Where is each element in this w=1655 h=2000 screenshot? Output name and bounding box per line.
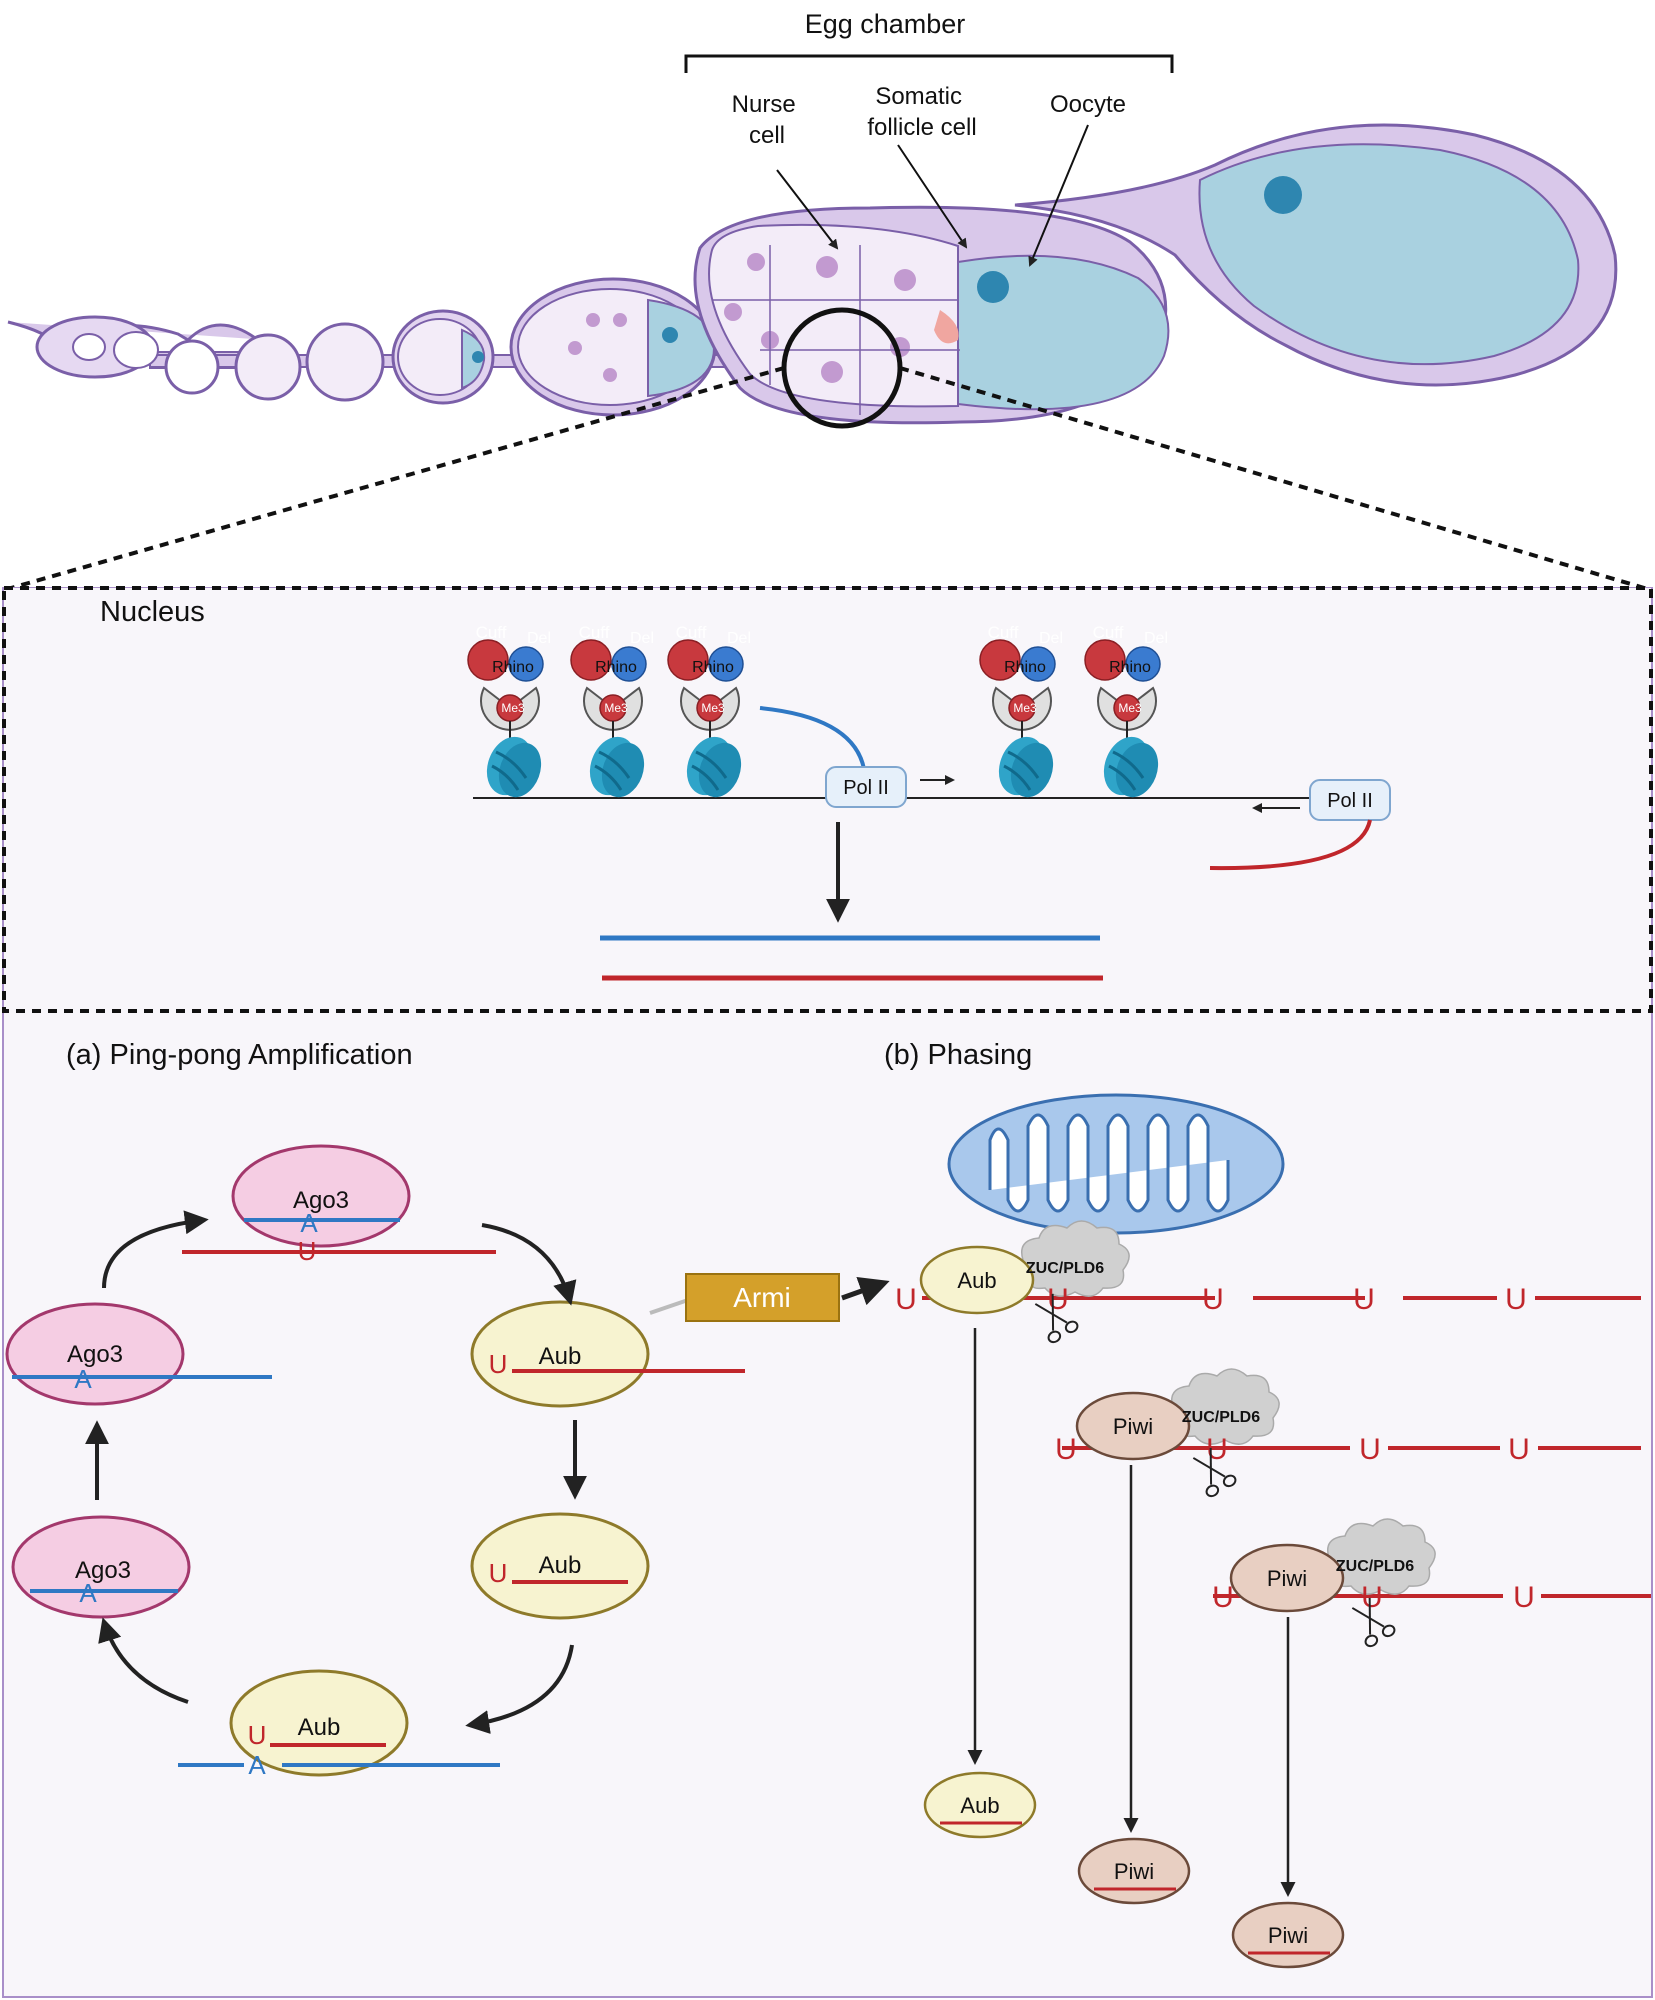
mitochondrion <box>947 1093 1285 1235</box>
svg-text:U: U <box>1513 1581 1535 1614</box>
svg-text:Rhino: Rhino <box>692 659 734 676</box>
oocyte-label: Oocyte <box>1050 91 1126 118</box>
svg-text:Cuff: Cuff <box>676 623 707 642</box>
svg-text:A: A <box>74 1364 92 1394</box>
phasing-row-2: Piwi U U U U ZUC/PLD6 <box>1055 1368 1641 1833</box>
svg-text:U: U <box>1353 1283 1375 1316</box>
svg-text:U: U <box>1212 1581 1234 1614</box>
svg-text:A: A <box>300 1208 318 1238</box>
nucleus-label: Nucleus <box>100 596 205 628</box>
mature-aub: Aub <box>923 1771 1037 1839</box>
nascent-antisense-transcript <box>1209 819 1372 871</box>
armi: Armi <box>649 1273 890 1322</box>
egg-chamber-bracket <box>684 54 1174 73</box>
pol2-sense: Pol II <box>825 766 907 808</box>
svg-text:Cuff: Cuff <box>1093 623 1124 642</box>
svg-text:ZUC/PLD6: ZUC/PLD6 <box>1336 1558 1414 1575</box>
ping-pong-cycle: Ago3 A U Ago3 A Ago3 A Aub U Aub U Aub U… <box>5 1144 745 1780</box>
svg-text:Me3: Me3 <box>501 701 525 715</box>
nascent-sense-transcript <box>759 706 867 777</box>
svg-text:Piwi: Piwi <box>1114 1859 1154 1884</box>
svg-text:Pol II: Pol II <box>1327 790 1373 812</box>
svg-text:ZUC/PLD6: ZUC/PLD6 <box>1182 1409 1260 1426</box>
svg-text:Aub: Aub <box>957 1268 996 1293</box>
svg-text:Piwi: Piwi <box>1113 1414 1153 1439</box>
svg-text:U: U <box>1361 1581 1383 1614</box>
chromatin: Cuff Del Rhino Me3 Cuff Del Rhino Me3 Cu… <box>468 623 1387 803</box>
ping-pong-title: (a) Ping-pong Amplification <box>66 1039 413 1071</box>
svg-text:U: U <box>1055 1433 1077 1466</box>
svg-text:U: U <box>895 1283 917 1316</box>
pol2-antisense: Pol II <box>1309 779 1391 821</box>
svg-text:U: U <box>489 1349 508 1379</box>
mature-piwi-1: Piwi <box>1077 1837 1191 1905</box>
svg-text:Aub: Aub <box>960 1793 999 1818</box>
svg-text:U: U <box>298 1236 317 1266</box>
svg-text:Cuff: Cuff <box>476 623 507 642</box>
svg-text:Piwi: Piwi <box>1267 1566 1307 1591</box>
svg-text:Rhino: Rhino <box>595 659 637 676</box>
svg-text:Del: Del <box>1144 630 1168 647</box>
svg-text:Cuff: Cuff <box>579 623 610 642</box>
svg-text:U: U <box>1206 1433 1228 1466</box>
svg-text:Me3: Me3 <box>1013 701 1037 715</box>
svg-text:Ago3: Ago3 <box>75 1557 131 1584</box>
svg-text:Aub: Aub <box>539 1552 582 1579</box>
svg-text:Ago3: Ago3 <box>293 1187 349 1214</box>
svg-text:U: U <box>248 1720 267 1750</box>
phasing-row-1: Aub U U U U U ZUC/PLD6 <box>895 1220 1641 1765</box>
svg-text:A: A <box>79 1578 97 1608</box>
svg-text:Me3: Me3 <box>701 701 725 715</box>
svg-text:U: U <box>1047 1283 1069 1316</box>
svg-text:U: U <box>1202 1283 1224 1316</box>
svg-text:Armi: Armi <box>733 1282 791 1313</box>
ovariole <box>7 123 1618 429</box>
svg-text:Rhino: Rhino <box>1109 659 1151 676</box>
svg-text:A: A <box>248 1750 266 1780</box>
svg-text:Del: Del <box>1039 630 1063 647</box>
somatic-follicle-cell-label: Somatic follicle cell <box>867 83 976 141</box>
phasing-title: (b) Phasing <box>884 1039 1032 1071</box>
mature-piwi-2: Piwi <box>1231 1901 1345 1969</box>
svg-text:Cuff: Cuff <box>988 623 1019 642</box>
svg-text:U: U <box>1508 1433 1530 1466</box>
svg-text:Rhino: Rhino <box>492 659 534 676</box>
svg-text:Aub: Aub <box>298 1714 341 1741</box>
phasing-row-3: Piwi U U U ZUC/PLD6 <box>1212 1518 1651 1897</box>
svg-text:Pol II: Pol II <box>843 777 889 799</box>
svg-text:Ago3: Ago3 <box>67 1341 123 1368</box>
svg-text:Aub: Aub <box>539 1343 582 1370</box>
svg-text:Del: Del <box>727 630 751 647</box>
nurse-cell-label: Nurse cell <box>732 91 803 149</box>
svg-text:Rhino: Rhino <box>1004 659 1046 676</box>
egg-chamber-label: Egg chamber <box>805 9 966 39</box>
svg-text:Me3: Me3 <box>604 701 628 715</box>
svg-text:Piwi: Piwi <box>1268 1923 1308 1948</box>
svg-text:Me3: Me3 <box>1118 701 1142 715</box>
svg-text:U: U <box>1359 1433 1381 1466</box>
svg-text:U: U <box>489 1558 508 1588</box>
svg-text:Del: Del <box>630 630 654 647</box>
svg-text:U: U <box>1505 1283 1527 1316</box>
svg-text:ZUC/PLD6: ZUC/PLD6 <box>1026 1260 1104 1277</box>
svg-text:Del: Del <box>527 630 551 647</box>
zoom-lines <box>3 366 1652 592</box>
